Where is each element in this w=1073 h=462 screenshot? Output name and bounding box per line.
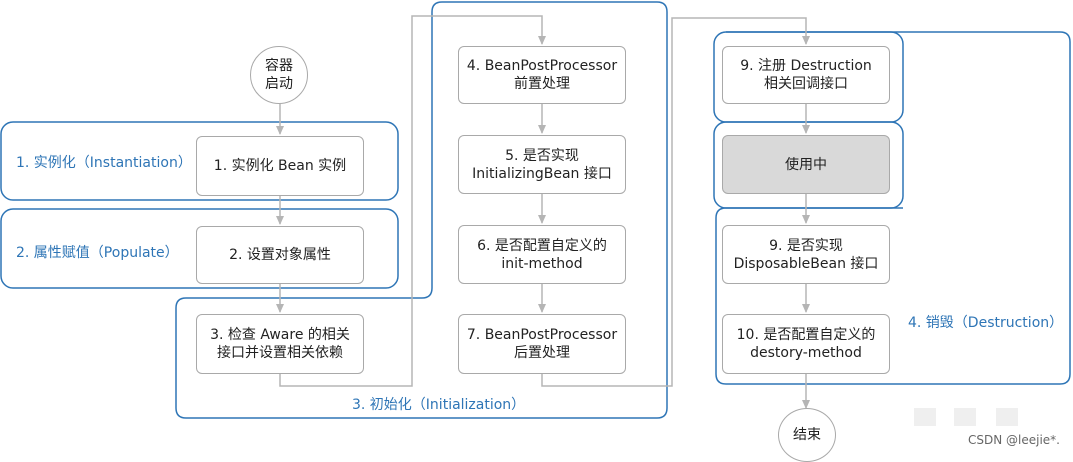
step-2-label: 2. 设置对象属性 bbox=[229, 247, 331, 263]
start-node: 容器 启动 bbox=[250, 46, 308, 104]
step-7-label: 7. BeanPostProcessor 后置处理 bbox=[466, 327, 618, 361]
watermark-blur-1 bbox=[914, 408, 936, 426]
step-9b-label: 9. 是否实现 DisposableBean 接口 bbox=[733, 237, 879, 272]
phase-frame-destruction bbox=[715, 31, 1071, 385]
phase-frame-initialization bbox=[175, 1, 668, 419]
start-node-label: 容器 启动 bbox=[265, 58, 293, 92]
step-7-after-init: 7. BeanPostProcessor 后置处理 bbox=[458, 314, 626, 374]
step-1-instantiate: 1. 实例化 Bean 实例 bbox=[196, 136, 364, 196]
watermark: CSDN @leejie*. bbox=[968, 433, 1060, 447]
connector-n7-to-n9a bbox=[541, 17, 810, 387]
step-10-label: 10. 是否配置自定义的 destory-method bbox=[736, 327, 876, 361]
step-6-init-method: 6. 是否配置自定义的 init-method bbox=[458, 225, 626, 284]
phase-label-instantiation: 1. 实例化（Instantiation） bbox=[16, 155, 192, 171]
phase-label-destruction: 4. 销毁（Destruction） bbox=[908, 315, 1064, 331]
phase-label-initialization: 3. 初始化（Initialization） bbox=[352, 397, 526, 413]
step-9a-label: 9. 注册 Destruction 相关回调接口 bbox=[740, 58, 872, 92]
step-4-before-init: 4. BeanPostProcessor 前置处理 bbox=[458, 46, 626, 104]
watermark-blur-2 bbox=[954, 408, 976, 426]
step-9-disposable-bean: 9. 是否实现 DisposableBean 接口 bbox=[722, 225, 890, 284]
step-6-label: 6. 是否配置自定义的 init-method bbox=[477, 237, 607, 272]
in-use-label: 使用中 bbox=[785, 156, 827, 173]
step-1-label: 1. 实例化 Bean 实例 bbox=[213, 158, 347, 174]
end-node-label: 结束 bbox=[793, 427, 821, 443]
end-node: 结束 bbox=[778, 408, 836, 462]
phase-frame-instantiation bbox=[0, 121, 399, 201]
step-4-label: 4. BeanPostProcessor 前置处理 bbox=[466, 58, 618, 92]
in-use-state: 使用中 bbox=[722, 135, 890, 194]
phase-label-populate: 2. 属性赋值（Populate） bbox=[16, 245, 179, 261]
step-5-label: 5. 是否实现 InitializingBean 接口 bbox=[472, 147, 612, 182]
step-5-initializing-bean: 5. 是否实现 InitializingBean 接口 bbox=[458, 135, 626, 194]
step-9-register-destruction: 9. 注册 Destruction 相关回调接口 bbox=[722, 46, 890, 104]
step-2-set-properties: 2. 设置对象属性 bbox=[196, 226, 364, 284]
step-3-aware: 3. 检查 Aware 的相关 接口并设置相关依赖 bbox=[196, 314, 364, 374]
step-10-destroy-method: 10. 是否配置自定义的 destory-method bbox=[722, 314, 890, 374]
watermark-blur-3 bbox=[996, 408, 1018, 426]
phase-frame-populate bbox=[0, 208, 399, 289]
connector-n3-to-n4 bbox=[279, 15, 546, 387]
step-3-label: 3. 检查 Aware 的相关 接口并设置相关依赖 bbox=[210, 327, 350, 361]
